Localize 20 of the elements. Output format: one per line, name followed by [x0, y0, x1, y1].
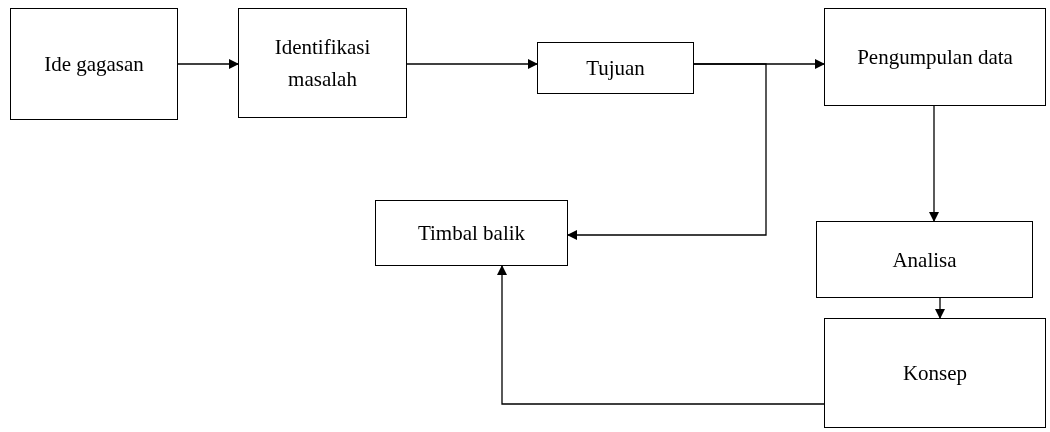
arrow — [497, 265, 825, 405]
box-label: Pengumpulan data — [857, 44, 1013, 71]
process-box — [375, 200, 568, 266]
box-label: Timbal balik — [417, 220, 526, 247]
process-box — [10, 8, 178, 120]
process-box — [816, 221, 1033, 298]
arrow — [177, 59, 239, 69]
box-label: Analisa — [892, 246, 957, 274]
box-label: Tujuan — [586, 55, 645, 82]
arrow — [406, 59, 538, 69]
process-box — [824, 8, 1046, 106]
process-box — [824, 318, 1046, 428]
process-box — [537, 42, 694, 94]
arrow — [929, 105, 939, 222]
arrow — [567, 63, 767, 240]
box-label: Ide gagasan — [44, 51, 144, 78]
process-box — [238, 8, 407, 118]
box-label: Konsep — [902, 360, 968, 387]
arrow — [935, 297, 945, 319]
box-label: Identifikasi masalah — [273, 34, 372, 93]
